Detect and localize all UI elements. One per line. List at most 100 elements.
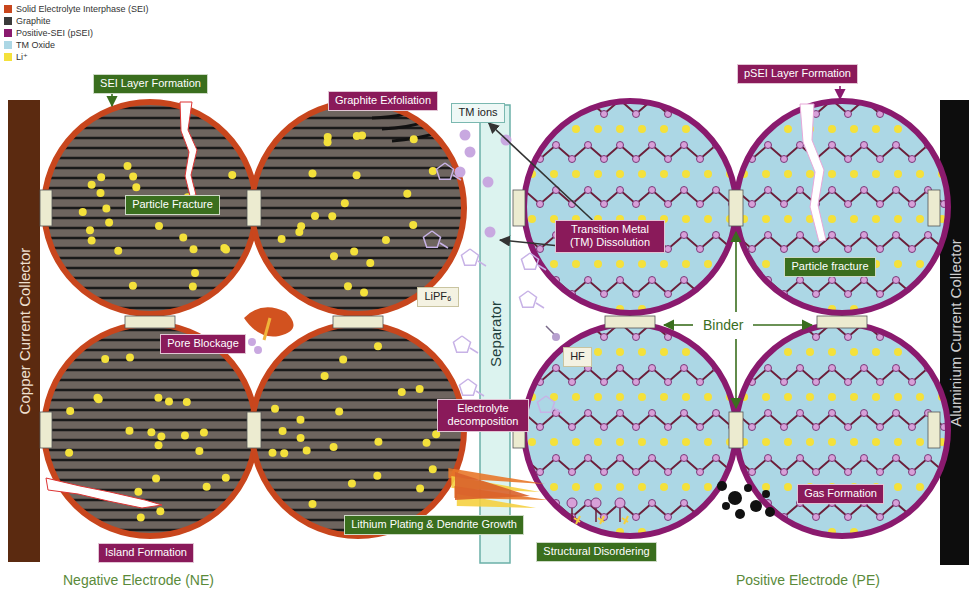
metal-atom bbox=[553, 142, 560, 149]
lithium-ion bbox=[916, 393, 924, 401]
metal-atom bbox=[861, 187, 868, 194]
lithium-ion bbox=[348, 480, 356, 488]
tm-ion bbox=[465, 147, 476, 158]
metal-atom bbox=[877, 514, 884, 521]
metal-atom bbox=[649, 455, 656, 462]
psei-layer bbox=[524, 324, 736, 536]
callout-text: Pore Blockage bbox=[167, 337, 239, 350]
metal-atom bbox=[861, 142, 868, 149]
lithium-ion bbox=[297, 222, 305, 230]
lithium-ion bbox=[740, 348, 748, 356]
metal-atom bbox=[681, 232, 688, 239]
metal-atom bbox=[765, 97, 772, 104]
metal-atom bbox=[829, 365, 836, 372]
lithium-ion bbox=[152, 475, 160, 483]
metal-atom bbox=[537, 514, 544, 521]
graphite-layer bbox=[252, 439, 464, 442]
legend-swatch bbox=[4, 17, 12, 25]
lithium-ion bbox=[828, 215, 836, 223]
lithium-ion bbox=[550, 438, 558, 446]
lithium-ion bbox=[916, 305, 924, 313]
electrode-label: Negative Electrode (NE) bbox=[63, 572, 214, 588]
lithium-ion bbox=[938, 260, 946, 268]
metal-atom bbox=[665, 379, 672, 386]
lithium-ion bbox=[784, 305, 792, 313]
metal-atom bbox=[845, 469, 852, 476]
lithium-ion bbox=[129, 172, 137, 180]
band-label: Copper Current Collector bbox=[16, 248, 33, 415]
lithium-ion bbox=[280, 449, 288, 457]
callout-text: SEI Layer Formation bbox=[100, 77, 201, 90]
metal-atom bbox=[617, 187, 624, 194]
metal-atom bbox=[797, 277, 804, 284]
metal-atom bbox=[877, 424, 884, 431]
lithium-ion bbox=[740, 125, 748, 133]
lithium-ion bbox=[762, 215, 770, 223]
lithium-ion bbox=[740, 528, 748, 536]
graphite-particle bbox=[252, 90, 468, 314]
lithium-ion bbox=[682, 170, 690, 178]
lithium-ion bbox=[324, 133, 332, 141]
graphite-fill bbox=[44, 324, 256, 536]
metal-atom bbox=[713, 455, 720, 462]
lithium-ion bbox=[330, 252, 338, 260]
metal-atom bbox=[697, 201, 704, 208]
metal-atom bbox=[681, 500, 688, 507]
metal-atom bbox=[537, 111, 544, 118]
leader-arrow bbox=[735, 232, 737, 312]
lithium-ion bbox=[66, 407, 74, 415]
lithium-ion bbox=[296, 416, 304, 424]
metal-atom bbox=[633, 156, 640, 163]
metal-atom bbox=[585, 97, 592, 104]
metal-atom bbox=[781, 469, 788, 476]
metal-atom bbox=[861, 455, 868, 462]
lithium-ion bbox=[762, 438, 770, 446]
lithium-ion bbox=[616, 170, 624, 178]
metal-atom bbox=[909, 111, 916, 118]
metal-atom bbox=[877, 469, 884, 476]
lithium-ion bbox=[660, 438, 668, 446]
metal-atom bbox=[553, 455, 560, 462]
lithium-ion bbox=[726, 125, 734, 133]
gas-bubble bbox=[728, 491, 742, 505]
lithium-ion bbox=[195, 447, 203, 455]
callout-box: LiPF₆ bbox=[417, 287, 459, 307]
lithium-ion bbox=[528, 483, 536, 491]
metal-atom bbox=[681, 187, 688, 194]
metal-atom bbox=[633, 379, 640, 386]
callout-text: Electrolyte decomposition bbox=[444, 402, 522, 428]
metal-atom bbox=[781, 201, 788, 208]
metal-atom bbox=[829, 410, 836, 417]
metal-atom bbox=[925, 232, 932, 239]
lithium-ion bbox=[328, 212, 336, 220]
lithium-ion bbox=[155, 441, 163, 449]
oxide-fill bbox=[736, 101, 948, 313]
metal-atom bbox=[633, 469, 640, 476]
lithium-ion bbox=[410, 135, 418, 143]
disorder-spark bbox=[598, 516, 604, 524]
lithium-ion bbox=[682, 483, 690, 491]
metal-atom bbox=[893, 500, 900, 507]
lithium-ion bbox=[616, 483, 624, 491]
metal-atom bbox=[617, 455, 624, 462]
lithium-ion bbox=[916, 170, 924, 178]
blockage-arrow bbox=[264, 318, 270, 340]
lithium-ion bbox=[872, 170, 880, 178]
lithium-ion bbox=[726, 528, 734, 536]
lithium-ion bbox=[341, 199, 349, 207]
legend-text: Positive-SEI (pSEI) bbox=[16, 28, 93, 38]
metal-atom bbox=[665, 246, 672, 253]
metal-atom bbox=[781, 156, 788, 163]
metal-atom bbox=[585, 142, 592, 149]
particle-crack bbox=[800, 104, 826, 242]
lithium-ion bbox=[916, 483, 924, 491]
lithium-ion bbox=[784, 393, 792, 401]
lithium-ion bbox=[894, 483, 902, 491]
metal-atom bbox=[713, 410, 720, 417]
callout-box: Gas Formation bbox=[797, 484, 884, 504]
lithium-ion bbox=[350, 248, 358, 256]
lithium-ion bbox=[594, 260, 602, 268]
graphite-layer bbox=[44, 167, 256, 170]
metal-atom bbox=[749, 514, 756, 521]
tm-ion bbox=[485, 227, 496, 238]
